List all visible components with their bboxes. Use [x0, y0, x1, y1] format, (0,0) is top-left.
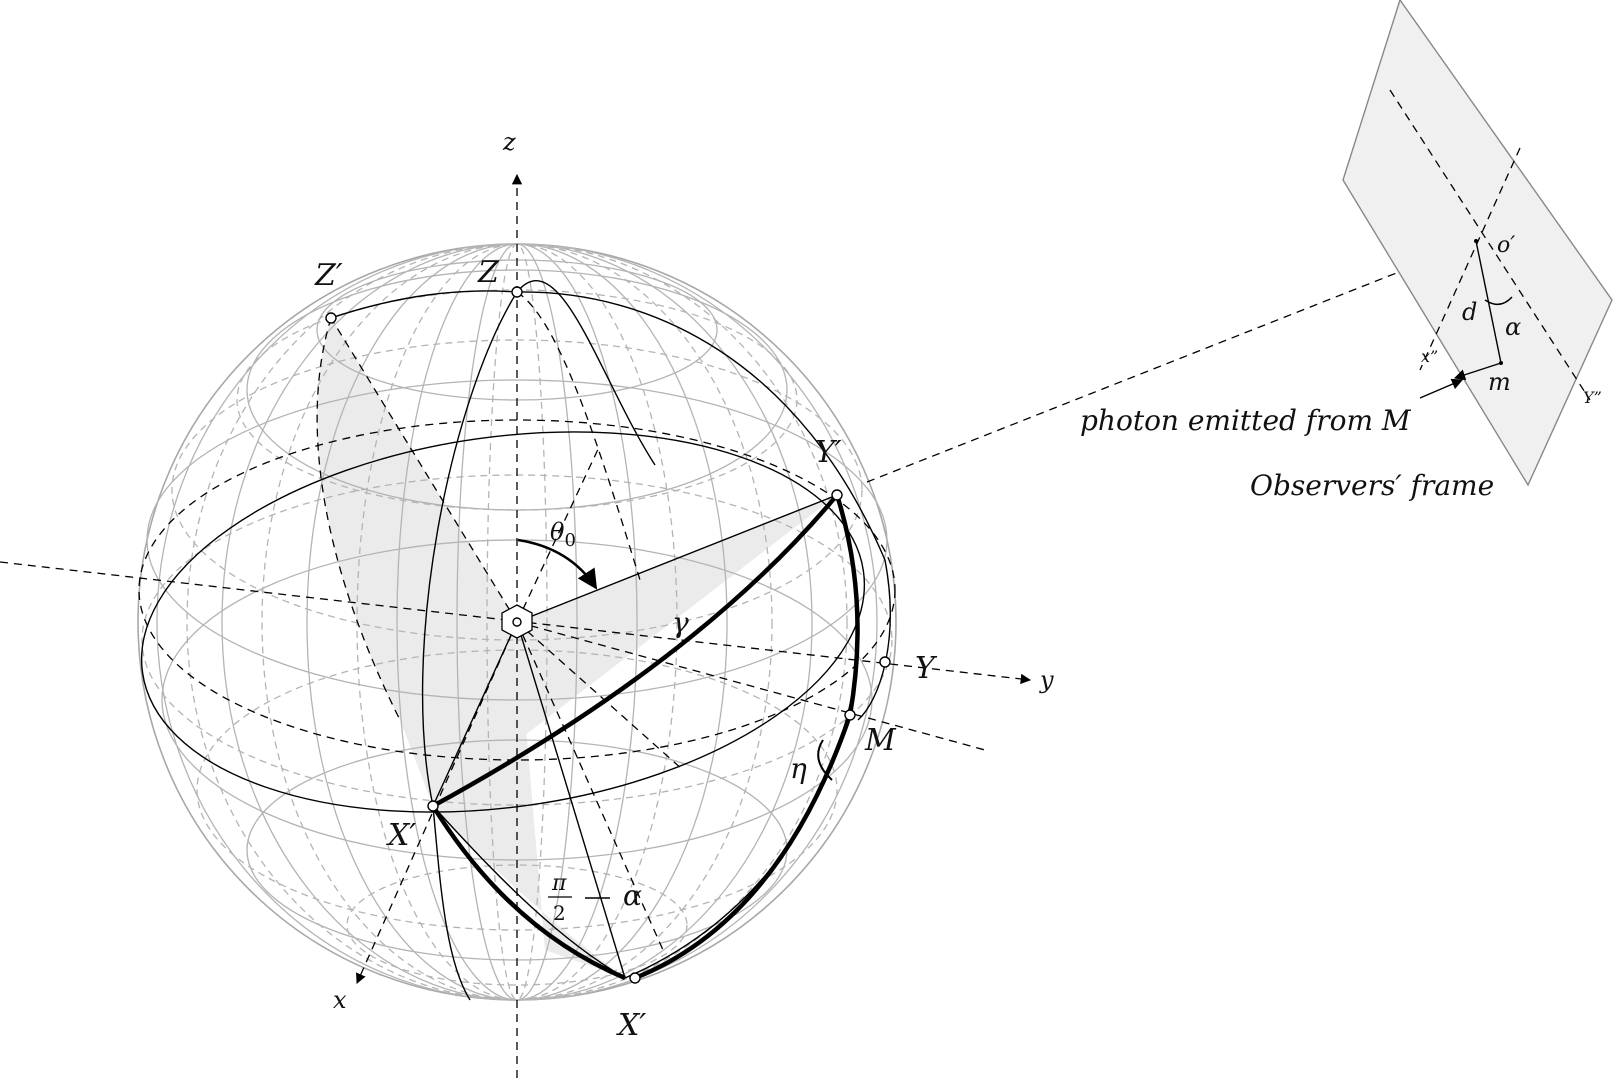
label-m-small: m: [1488, 368, 1511, 396]
label-two: 2: [553, 901, 566, 925]
label-photon: photon emitted from M: [1080, 404, 1412, 437]
label-zprime: Z′: [314, 258, 343, 293]
frame-dash-1: [1389, 89, 1591, 401]
shaded-plane-lower: [433, 622, 625, 978]
label-x-left: X′: [386, 818, 416, 853]
points: [325, 286, 891, 984]
y-axis-label: y: [1039, 666, 1054, 694]
point-y: [879, 656, 891, 668]
point-xprime: [629, 972, 641, 984]
label-alpha-bottom: α: [623, 879, 642, 912]
label-eta: η: [790, 752, 807, 785]
arc-yprime-xprime: [634, 494, 860, 981]
point-x: [427, 800, 439, 812]
frame-dash-2: [1419, 147, 1521, 371]
frame-m-line: [1453, 362, 1502, 381]
label-gamma: γ: [672, 606, 689, 639]
point-yprime: [831, 489, 843, 501]
label-d: d: [1462, 298, 1477, 326]
thick-arcs: [431, 493, 860, 981]
label-z: Z: [477, 255, 500, 290]
label-alpha-frame: α: [1505, 313, 1521, 341]
label-y-doubleprime: Y”: [1583, 388, 1602, 407]
label-theta0: θ0: [550, 518, 576, 551]
meridian-zprime: [330, 290, 518, 319]
label-m: M: [864, 723, 897, 758]
meridian-z-right: [516, 291, 891, 721]
line-to-m: [516, 621, 986, 751]
label-xprime-bottom: X′: [616, 1008, 646, 1043]
point-zprime: [325, 312, 337, 324]
equator-front: [140, 431, 866, 813]
arc-gamma: [431, 493, 839, 808]
label-y: Y: [915, 651, 938, 686]
label-yprime: Y′: [815, 435, 842, 470]
meridian-zprime-down: [316, 317, 401, 721]
frame-alpha-arc: [1484, 296, 1513, 305]
meridian-zx: [421, 291, 518, 1001]
arc-x-xprime: [431, 804, 626, 981]
label-observers-frame: Observers′ frame: [1250, 469, 1494, 502]
shaded-plane-z: [317, 318, 517, 806]
label-pi: π: [551, 871, 567, 896]
x-axis-label: x: [333, 986, 347, 1014]
theta0-arrow: [517, 538, 598, 590]
photon-line: [866, 239, 1481, 483]
label-x-doubleprime: x”: [1421, 347, 1438, 366]
point-z: [511, 286, 523, 298]
z-axis-label: z: [502, 128, 516, 156]
label-oprime: o′: [1497, 233, 1515, 258]
eta-arc: [817, 739, 833, 781]
point-m: [844, 709, 856, 721]
shaded-plane-xy: [433, 495, 837, 806]
meridian-z-yprime: [516, 280, 656, 466]
photon-arrow: [1419, 378, 1464, 399]
radial-lines: [330, 317, 838, 979]
